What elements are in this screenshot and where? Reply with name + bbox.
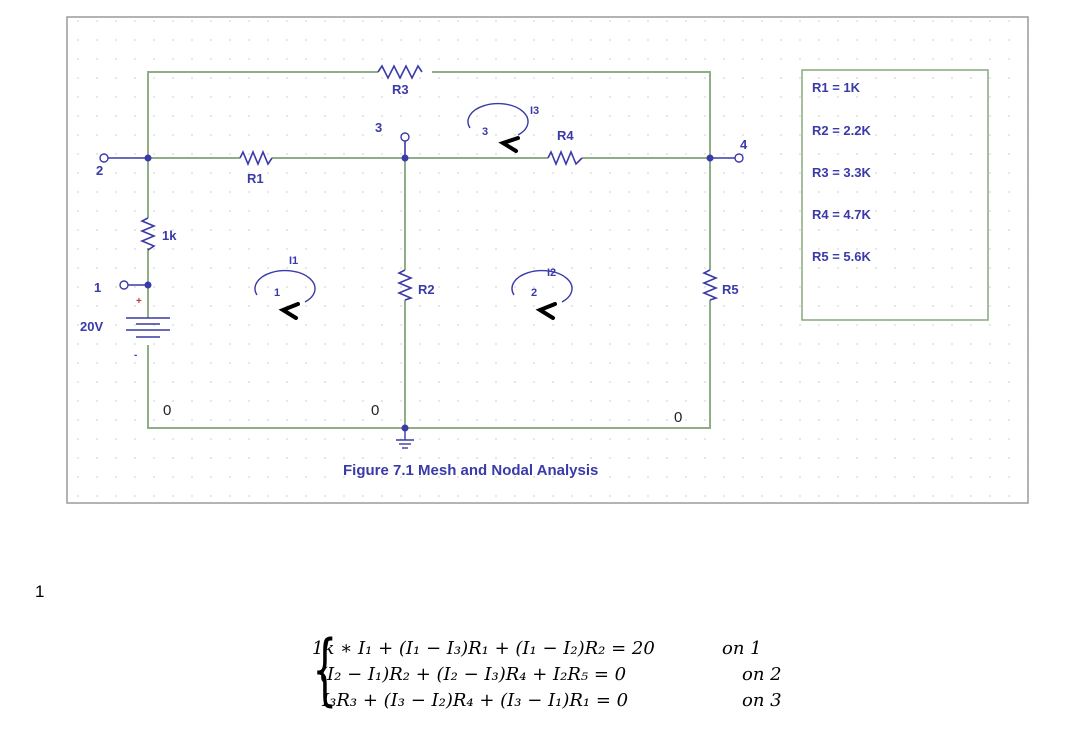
resistor-r3 [377,64,423,80]
figure-caption: Figure 7.1 Mesh and Nodal Analysis [343,462,598,479]
legend-item: R3 = 3.3K [812,165,872,180]
page-number: 1 [35,582,45,601]
label-1k: 1k [162,228,177,243]
label-r5: R5 [722,282,739,297]
equation-note: on 3 [742,690,782,711]
legend-item: R2 = 2.2K [812,123,872,138]
mesh-2-number: 2 [531,287,537,299]
legend-box [801,69,989,321]
node-2-label: 2 [96,163,103,178]
battery-icon [126,317,170,338]
equation-note: on 2 [742,664,782,685]
source-label: 20V [80,319,103,334]
label-r3: R3 [392,82,409,97]
resistor-r1 [239,149,273,167]
equation-row: (I₂ − I₁)R₂ + (I₂ − I₃)R₄ + I₂R₅ = 0 on … [312,662,782,688]
resistor-r4 [547,149,583,167]
brace-icon: { [312,625,338,715]
mesh-1-number: 1 [274,287,280,299]
label-r1: R1 [247,171,264,186]
resistor-1k [139,217,157,251]
mesh-1-loop-icon [254,269,316,320]
mesh-3-number: 3 [482,126,488,138]
equation-row: I₃R₃ + (I₃ − I₂)R₄ + (I₃ − I₁)R₁ = 0 on … [312,688,782,714]
mesh-2-loop-icon [511,269,573,320]
ground-label: 0 [674,409,682,426]
mesh-3-loop-icon [467,102,529,153]
equation: 1k ∗ I₁ + (I₁ − I₃)R₁ + (I₁ − I₂)R₂ = 20 [312,638,655,659]
node-4-label: 4 [740,137,748,152]
mesh-2-current: I2 [547,267,556,279]
equation: I₃R₃ + (I₃ − I₂)R₄ + (I₃ − I₁)R₁ = 0 [322,690,629,711]
equation: (I₂ − I₁)R₂ + (I₂ − I₃)R₄ + I₂R₅ = 0 [320,664,627,685]
label-r2: R2 [418,282,435,297]
mesh-3-current: I3 [530,105,539,117]
node-3-label: 3 [375,120,382,135]
resistor-r2 [396,269,414,301]
battery-minus: - [134,350,137,361]
resistor-r5 [701,269,719,301]
ground-label: 0 [163,402,171,419]
mesh-1-current: I1 [289,255,298,267]
legend-item: R1 = 1K [812,80,861,95]
ground-icon [396,428,414,449]
legend-item: R4 = 4.7K [812,207,872,222]
figure-frame [66,16,1029,504]
node-1-label: 1 [94,280,101,295]
equation-row: 1k ∗ I₁ + (I₁ − I₃)R₁ + (I₁ − I₂)R₂ = 20… [312,636,782,662]
battery-plus: + [136,296,142,307]
equation-note: on 1 [722,638,762,659]
equation-system: { 1k ∗ I₁ + (I₁ − I₃)R₁ + (I₁ − I₂)R₂ = … [312,630,782,714]
terminals [99,132,744,290]
label-r4: R4 [557,128,574,143]
ground-label: 0 [371,402,379,419]
legend-item: R5 = 5.6K [812,249,872,264]
